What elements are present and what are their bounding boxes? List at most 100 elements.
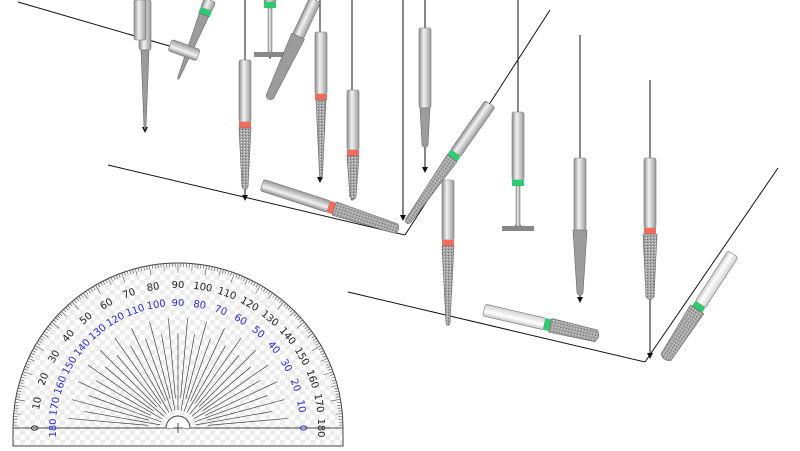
bur	[418, 27, 432, 148]
tick-mark	[42, 333, 49, 338]
tick-mark	[20, 376, 25, 379]
tick-mark	[335, 413, 343, 415]
ray-line	[193, 380, 261, 420]
reference-line	[107, 164, 406, 236]
tick-mark	[73, 299, 77, 304]
tick-mark	[67, 305, 71, 309]
tick-mark	[87, 289, 91, 294]
tick-mark	[154, 264, 156, 269]
tick-mark	[33, 347, 38, 351]
tick-mark	[53, 319, 57, 323]
tick-mark	[36, 342, 41, 346]
bur-head	[346, 155, 360, 200]
ray-line	[71, 399, 150, 421]
tick-mark	[331, 379, 336, 382]
tick-mark	[146, 265, 148, 271]
tick-mark	[123, 271, 126, 276]
outer-scale-label: 10	[31, 396, 44, 410]
tick-mark	[14, 401, 20, 404]
tick-mark	[61, 311, 67, 317]
ray-line	[195, 411, 272, 426]
ray-line	[194, 337, 242, 404]
tick-mark	[277, 301, 285, 310]
inner-scale-label: 170	[48, 396, 62, 417]
tick-mark	[47, 326, 52, 330]
bur-head	[419, 107, 431, 148]
tick-mark	[331, 376, 336, 379]
tick-mark	[49, 323, 54, 327]
color-band	[644, 228, 656, 234]
tick-mark	[30, 352, 35, 356]
tick-mark	[24, 365, 29, 368]
tick-mark	[336, 401, 342, 404]
tick-mark	[204, 265, 207, 276]
tick-mark	[320, 350, 324, 353]
tick-mark	[227, 270, 230, 275]
bur-head	[572, 229, 588, 296]
ray-line	[87, 364, 154, 412]
tick-mark	[163, 263, 165, 271]
ray-line	[194, 395, 268, 423]
tick-mark	[330, 385, 338, 388]
tick-mark	[324, 360, 329, 363]
tick-mark	[13, 413, 21, 415]
bur	[441, 179, 455, 326]
tick-mark	[304, 326, 309, 330]
outer-scale-label: 20	[37, 371, 52, 387]
bur	[238, 59, 252, 190]
tick-mark	[243, 277, 246, 282]
bur	[168, 39, 200, 61]
outer-scale-label: 180	[315, 418, 326, 437]
bur-head	[238, 127, 252, 190]
outer-scale-label: 60	[98, 297, 115, 313]
tick-mark	[265, 289, 269, 294]
ray-line	[145, 338, 173, 412]
axis-arrow	[17, 1, 191, 54]
tick-mark	[90, 287, 93, 292]
inner-scale-label: 100	[146, 298, 167, 312]
tick-mark	[14, 404, 19, 406]
tick-mark	[263, 287, 266, 292]
tick-mark	[337, 404, 342, 406]
tick-mark	[297, 317, 301, 321]
tick-mark	[222, 269, 224, 274]
tick-mark	[311, 335, 315, 339]
tick-mark	[279, 299, 283, 304]
bur	[314, 31, 328, 178]
tick-mark	[289, 311, 295, 317]
tick-mark	[80, 294, 84, 298]
tick-mark	[293, 313, 297, 317]
tick-mark	[335, 396, 341, 398]
tick-mark	[306, 328, 310, 332]
bur-head	[642, 233, 658, 300]
ray-line	[84, 411, 161, 426]
inner-scale-label: 70	[213, 304, 229, 319]
tick-mark	[126, 270, 129, 275]
tick-mark	[78, 296, 82, 300]
bur	[642, 157, 658, 300]
tick-mark	[21, 373, 26, 376]
inner-scale-label: 0	[297, 425, 308, 431]
tick-mark	[151, 264, 154, 270]
tick-mark	[23, 368, 28, 371]
tick-mark	[17, 387, 22, 390]
tick-mark	[200, 264, 202, 269]
tick-mark	[253, 282, 256, 286]
tick-mark	[312, 337, 317, 341]
ray-line	[185, 321, 207, 400]
tick-mark	[17, 390, 22, 393]
tick-mark	[274, 296, 278, 300]
bur	[265, 0, 321, 100]
tick-mark	[140, 267, 143, 272]
ray-line	[88, 395, 162, 423]
tick-mark	[20, 379, 25, 382]
tick-mark	[121, 272, 126, 283]
tick-mark	[76, 297, 80, 302]
tick-mark	[327, 365, 332, 368]
bur-head	[140, 49, 150, 130]
ray-line	[161, 334, 176, 411]
bur	[502, 111, 534, 231]
inner-scale-label: 180	[48, 418, 59, 437]
tick-mark	[216, 267, 219, 272]
